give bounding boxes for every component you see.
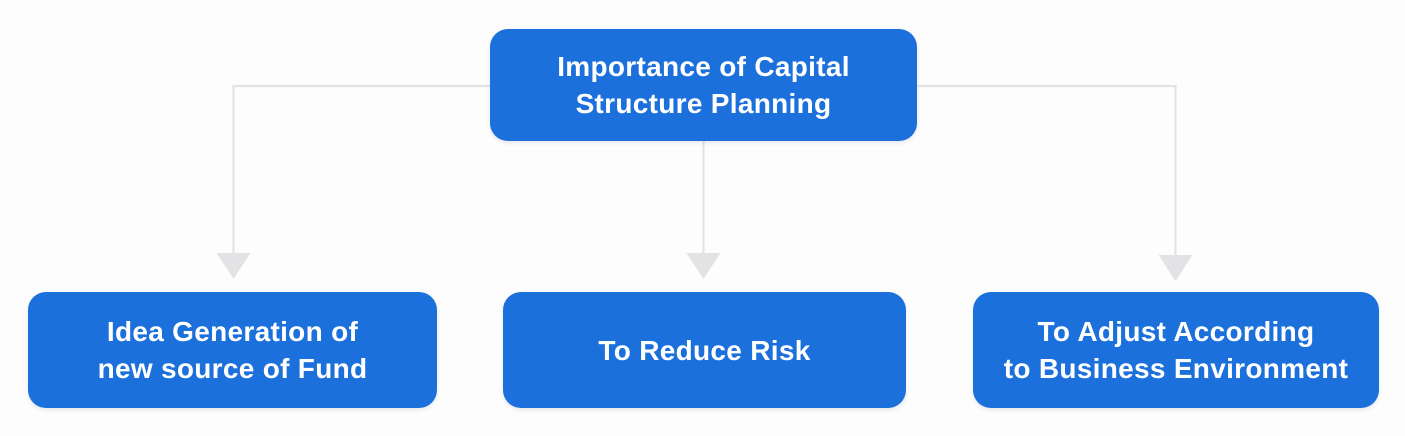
label-line: to Business Environment <box>1003 353 1349 384</box>
label-line: new source of Fund <box>97 353 368 384</box>
label-line: To Reduce Risk <box>598 334 811 366</box>
arrowhead-middle-icon <box>686 253 721 279</box>
label-line: Importance of Capital <box>557 51 850 82</box>
label-line: To Adjust According <box>1037 316 1315 347</box>
child-node-adjust-business-environment: To Adjust According to Business Environm… <box>973 292 1379 408</box>
label-line: Structure Planning <box>575 88 832 119</box>
child-node-label: To Reduce Risk <box>598 332 810 369</box>
root-node-label: Importance of Capital Structure Planning <box>557 48 850 122</box>
root-node-importance-of-capital-structure-planning: Importance of Capital Structure Planning <box>490 29 917 141</box>
connector-middle <box>686 141 721 279</box>
child-node-label: Idea Generation of new source of Fund <box>98 313 368 387</box>
arrowhead-right-icon <box>1158 255 1193 281</box>
connector-right <box>917 84 1193 281</box>
arrowhead-left-icon <box>216 253 251 279</box>
connector-left <box>216 84 490 279</box>
child-node-label: To Adjust According to Business Environm… <box>1004 313 1349 387</box>
label-line: Idea Generation of <box>106 316 359 347</box>
child-node-idea-generation: Idea Generation of new source of Fund <box>28 292 437 408</box>
child-node-reduce-risk: To Reduce Risk <box>503 292 906 408</box>
